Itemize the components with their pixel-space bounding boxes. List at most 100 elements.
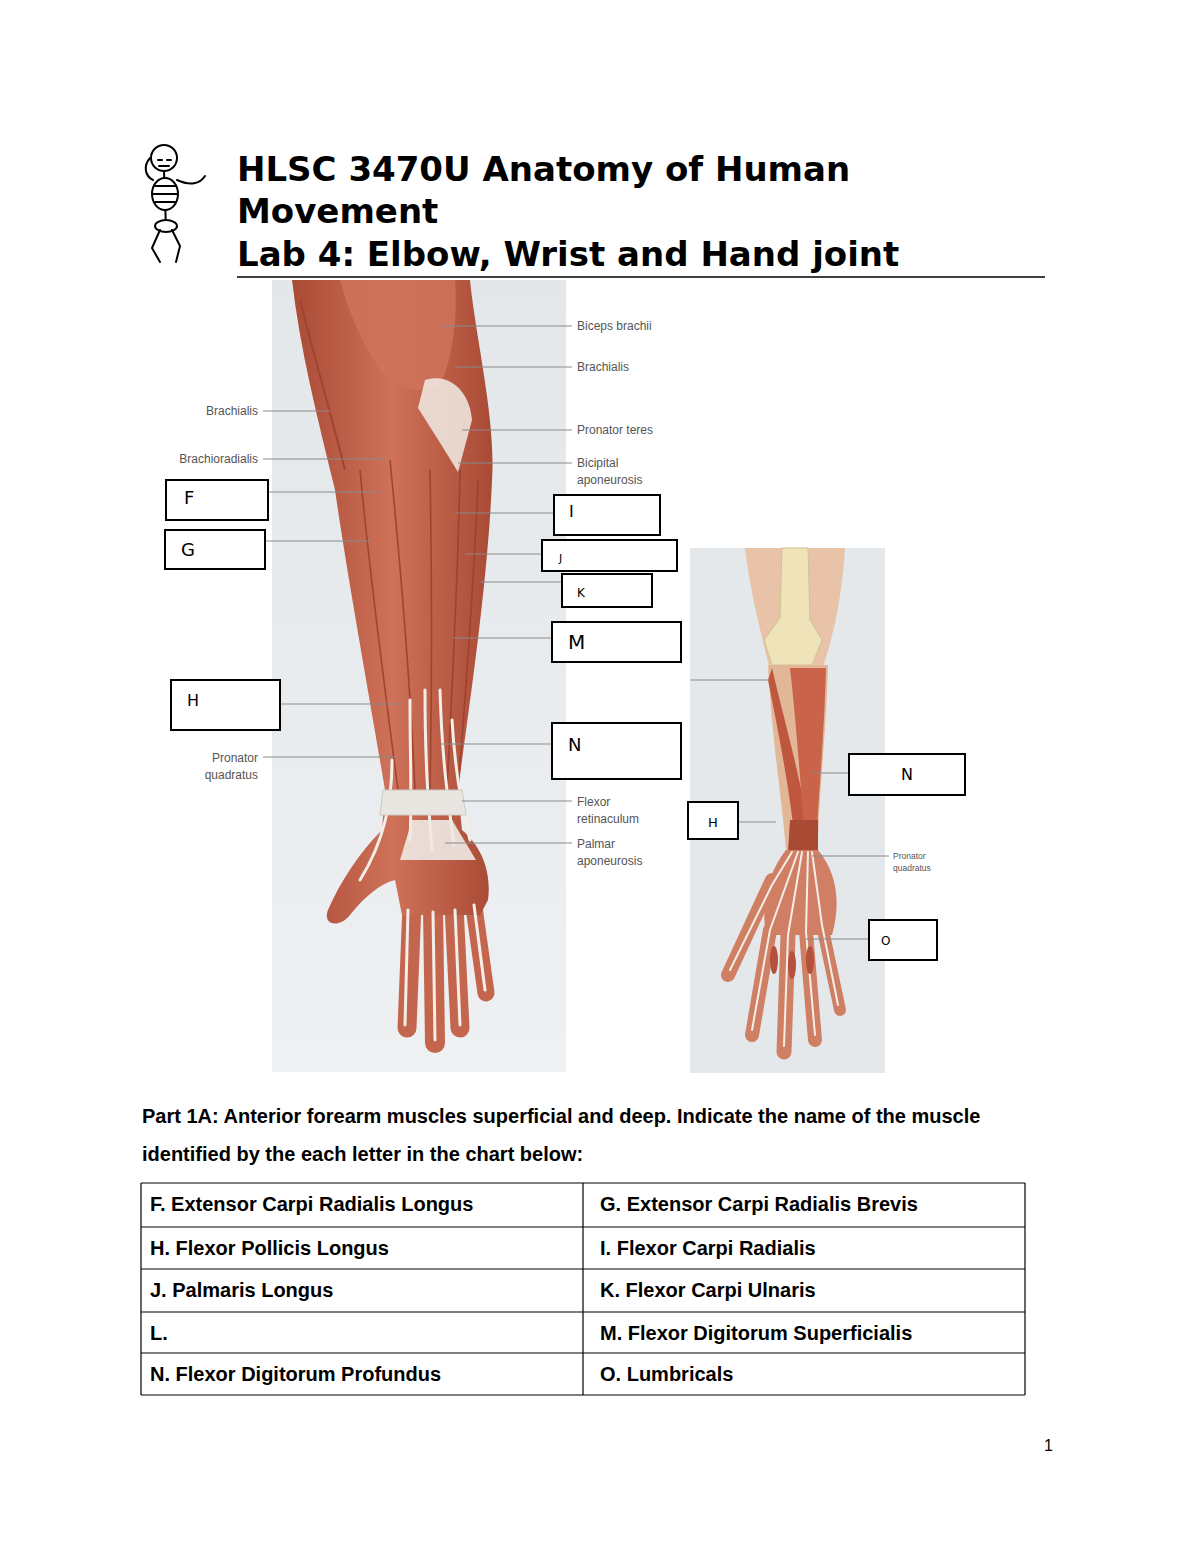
- forearm-illustration: [272, 280, 566, 1072]
- deep-forearm-illustration: [806, 946, 814, 974]
- leader-lines: [445, 843, 572, 844]
- leader-lines: [458, 463, 572, 464]
- forearm-illustration: [360, 470, 398, 790]
- table-cell: H. Flexor Pollicis Longus: [150, 1236, 570, 1260]
- letter-label: J: [559, 552, 562, 565]
- letter-label: I: [569, 502, 574, 521]
- deep-forearm-illustration: [770, 946, 778, 974]
- leader-lines: [440, 326, 572, 327]
- forearm-illustration: [405, 905, 485, 1040]
- deep-forearm-illustration: [770, 946, 814, 979]
- deep-forearm-illustration: [788, 820, 818, 852]
- table-cell: F. Extensor Carpi Radialis Longus: [150, 1192, 570, 1216]
- deep-forearm-illustration: [764, 548, 822, 665]
- anatomy-label: Bicipital aponeurosis: [577, 455, 657, 489]
- leader-lines: [480, 582, 561, 583]
- leader-lines: [805, 939, 868, 940]
- letter-label: M: [568, 630, 585, 654]
- lab-subtitle: Lab 4: Elbow, Wrist and Hand joint: [237, 234, 1047, 274]
- skeleton-icon: [153, 186, 177, 202]
- letter-label: O: [881, 934, 890, 948]
- forearm-illustration: [272, 280, 566, 1072]
- forearm-illustration: [360, 760, 392, 880]
- table-cell: M. Flexor Digitorum Superficialis: [600, 1321, 1020, 1345]
- letter-label: G: [181, 539, 195, 561]
- title-rule: [237, 276, 1045, 278]
- instruction-text: Part 1A: Anterior forearm muscles superf…: [142, 1097, 1032, 1173]
- leader-lines: [812, 773, 848, 774]
- letter-box: N: [848, 753, 966, 796]
- anatomy-label: Brachialis: [150, 404, 258, 419]
- forearm-illustration: [340, 280, 456, 390]
- leader-lines: [263, 326, 889, 939]
- skeleton-icon: [158, 160, 171, 166]
- anatomy-label: Biceps brachii: [577, 319, 687, 334]
- deep-forearm-illustration: [788, 951, 796, 979]
- leader-lines: [440, 744, 551, 745]
- answer-table-grid: [140, 1183, 141, 1395]
- anatomy-label: Palmar aponeurosis: [577, 836, 657, 870]
- forearm-illustration: [380, 790, 466, 815]
- anatomy-label: Pronator quadratus: [893, 850, 945, 874]
- forearm-illustration: [360, 690, 485, 1040]
- letter-box: G: [164, 529, 266, 570]
- skeleton-icon: [152, 178, 178, 210]
- forearm-illustration: [360, 460, 478, 790]
- answer-table-grid: [141, 1183, 1025, 1395]
- anatomy-label: Flexor retinaculum: [577, 794, 657, 828]
- leader-lines: [465, 554, 541, 555]
- leader-lines: [455, 367, 572, 368]
- letter-box: J: [541, 539, 678, 572]
- leader-lines: [263, 411, 330, 412]
- anatomy-label: Pronator quadratus: [178, 750, 258, 784]
- leader-lines: [455, 513, 553, 514]
- letter-box: H: [687, 801, 739, 840]
- leader-lines: [269, 492, 381, 493]
- table-cell: I. Flexor Carpi Radialis: [600, 1236, 1020, 1260]
- table-cell: N. Flexor Digitorum Profundus: [150, 1362, 570, 1386]
- letter-box: F: [165, 479, 269, 521]
- letter-box: I: [553, 494, 661, 536]
- leader-lines: [266, 541, 372, 542]
- forearm-illustration: [409, 700, 413, 840]
- page-title: HLSC 3470U Anatomy of Human Movement: [237, 148, 1047, 232]
- table-cell: J. Palmaris Longus: [150, 1278, 570, 1302]
- forearm-illustration: [418, 378, 472, 472]
- forearm-illustration: [407, 900, 486, 1043]
- letter-box: M: [551, 621, 682, 663]
- leader-lines: [462, 430, 572, 431]
- leader-lines: [263, 757, 395, 758]
- anatomy-label: Brachialis: [577, 360, 687, 375]
- forearm-illustration: [300, 300, 345, 470]
- letter-label: N: [901, 765, 913, 784]
- leader-lines: [690, 680, 768, 681]
- leader-lines: [453, 638, 551, 639]
- leader-lines: [739, 822, 776, 823]
- skeleton-icon: [146, 158, 205, 183]
- skeleton-icon: [152, 230, 180, 262]
- anatomy-label: Pronator teres: [577, 423, 687, 438]
- letter-box: K: [561, 573, 653, 608]
- leader-lines: [263, 459, 385, 460]
- skeleton-icon: [155, 220, 177, 232]
- table-cell: L.: [150, 1321, 570, 1345]
- letter-label: H: [187, 691, 199, 710]
- letter-label: N: [568, 734, 581, 756]
- anatomy-label: Brachioradialis: [140, 452, 258, 467]
- table-cell: G. Extensor Carpi Radialis Brevis: [600, 1192, 1020, 1216]
- leader-lines: [281, 704, 402, 705]
- letter-box: O: [868, 919, 938, 961]
- deep-forearm-illustration: [730, 852, 838, 1046]
- letter-box: N: [551, 722, 682, 780]
- forearm-illustration: [430, 470, 432, 790]
- letter-label: K: [577, 586, 585, 600]
- letter-label: H: [708, 815, 718, 831]
- skeleton-icon: [146, 145, 205, 262]
- page-number: 1: [1044, 1436, 1074, 1456]
- forearm-illustration: [452, 720, 470, 840]
- forearm-illustration: [292, 280, 493, 924]
- leader-lines: [812, 856, 889, 857]
- skeleton-icon: [151, 145, 177, 171]
- forearm-illustration: [400, 820, 476, 860]
